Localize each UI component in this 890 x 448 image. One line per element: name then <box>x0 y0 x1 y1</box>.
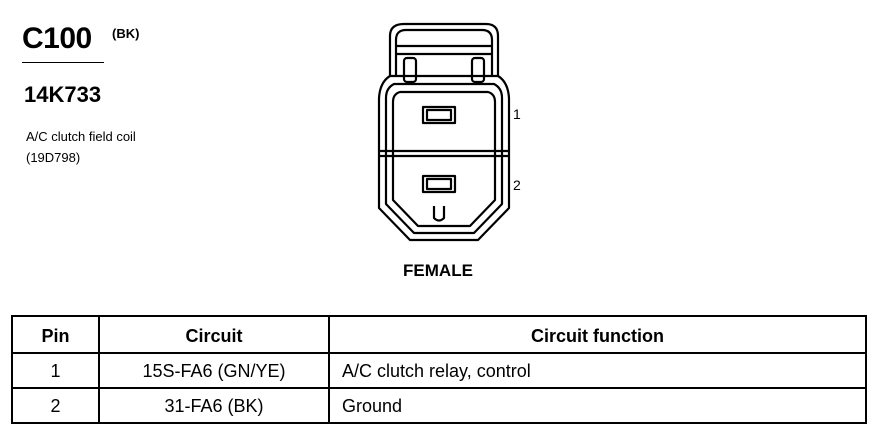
connector-housing-middle <box>384 82 504 235</box>
wire-color-code: (BK) <box>112 26 140 41</box>
connector-face-drawing <box>377 22 511 242</box>
cell-circuit-function: A/C clutch relay, control <box>328 352 867 389</box>
connector-gender-label: FEMALE <box>403 261 473 280</box>
cell-pin: 1 <box>11 352 100 389</box>
header-pin: Pin <box>11 315 100 354</box>
connector-housing-inner <box>391 90 497 228</box>
locking-tab <box>388 22 500 76</box>
pin-label-1: 1 <box>513 106 521 122</box>
locking-tab-inner <box>394 28 494 76</box>
cell-circuit: 15S-FA6 (GN/YE) <box>98 352 330 389</box>
latch-slot-left <box>402 56 418 84</box>
cell-circuit-function: Ground <box>328 387 867 424</box>
table-header-row: Pin Circuit Circuit function <box>11 315 867 354</box>
header-circuit-function: Circuit function <box>328 315 867 354</box>
pin-label-2: 2 <box>513 177 521 193</box>
title-underline <box>22 62 104 63</box>
table-row: 2 31-FA6 (BK) Ground <box>11 387 867 424</box>
cell-circuit: 31-FA6 (BK) <box>98 387 330 424</box>
component-part-number: (19D798) <box>26 150 81 165</box>
latch-slot-right <box>470 56 486 84</box>
pin-1-terminal <box>421 105 457 125</box>
connector-id: C100 <box>22 22 92 55</box>
component-description: A/C clutch field coil <box>26 129 136 144</box>
part-number: 14K733 <box>24 82 102 107</box>
pinout-table: Pin Circuit Circuit function 1 15S-FA6 (… <box>11 315 867 424</box>
table-row: 1 15S-FA6 (GN/YE) A/C clutch relay, cont… <box>11 352 867 389</box>
header-circuit: Circuit <box>98 315 330 354</box>
pin-2-terminal <box>421 174 457 194</box>
connector-housing-outer <box>377 74 511 242</box>
keying-notch <box>432 206 446 222</box>
cell-pin: 2 <box>11 387 100 424</box>
